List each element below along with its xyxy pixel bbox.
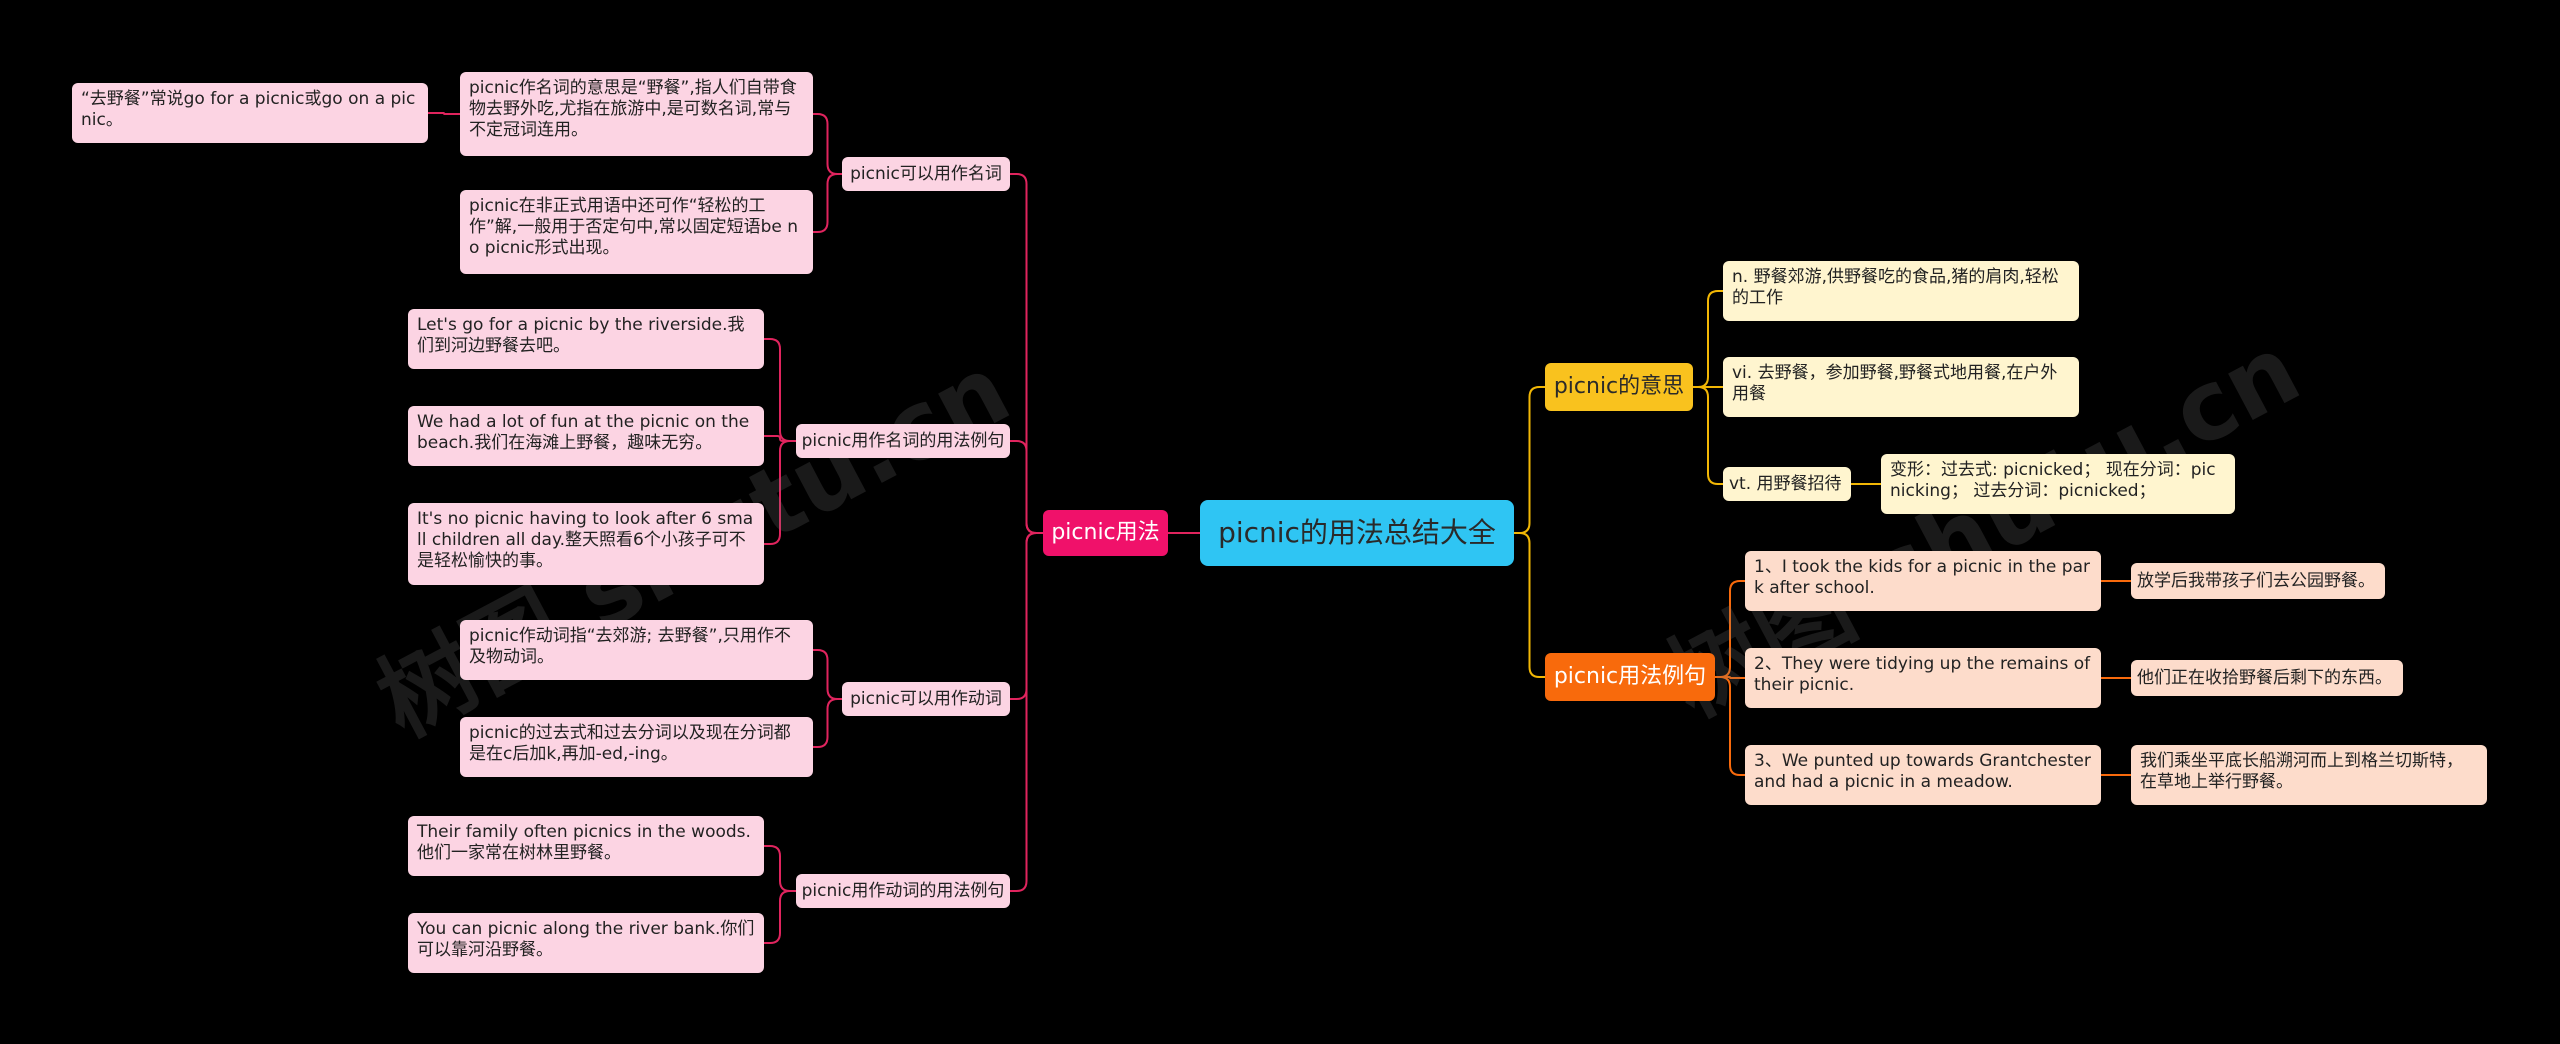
leaf-example-beach[interactable]: We had a lot of fun at the picnic on the… (408, 406, 764, 466)
group-noun-examples[interactable]: picnic用作名词的用法例句 (796, 424, 1010, 458)
connector-left-groups (1010, 440, 1043, 534)
connector-group0-note (428, 112, 460, 115)
central-topic[interactable]: picnic的用法总结大全 (1200, 500, 1514, 566)
leaf-example-no-picnic[interactable]: It's no picnic having to look after 6 sm… (408, 503, 764, 585)
leaf-go-for-picnic-note[interactable]: “去野餐”常说go for a picnic或go on a picnic。 (72, 83, 428, 143)
leaf-example-river-bank[interactable]: You can picnic along the river bank.你们可以… (408, 913, 764, 973)
leaf-verb-intransitive[interactable]: picnic作动词指“去郊游; 去野餐”,只用作不及物动词。 (460, 620, 813, 680)
leaf-noun-meaning[interactable]: picnic作名词的意思是“野餐”,指人们自带食物去野外吃,尤指在旅游中,是可数… (460, 72, 813, 156)
connector-center-right (1514, 386, 1545, 534)
group-verb-examples[interactable]: picnic用作动词的用法例句 (796, 874, 1010, 908)
leaf-meaning-vt[interactable]: vt. 用野餐招待 (1723, 467, 1851, 501)
leaf-example-1-en[interactable]: 1、I took the kids for a picnic in the pa… (1745, 551, 2101, 611)
connector-group3 (764, 845, 796, 892)
leaf-example-3-zh[interactable]: 我们乘坐平底长船溯河而上到格兰切斯特，在草地上举行野餐。 (2131, 745, 2487, 805)
branch-picnic-meaning[interactable]: picnic的意思 (1545, 363, 1693, 411)
leaf-example-2-en[interactable]: 2、They were tidying up the remains of th… (1745, 648, 2101, 708)
connector-meaning (1693, 386, 1723, 485)
leaf-example-woods[interactable]: Their family often picnics in the woods.… (408, 816, 764, 876)
connector-group3 (764, 890, 796, 944)
connector-group2 (813, 698, 842, 748)
leaf-meaning-noun[interactable]: n. 野餐郊游,供野餐吃的食品,猪的肩肉,轻松的工作 (1723, 261, 2079, 321)
connector-meaning (1693, 290, 1723, 388)
leaf-meaning-vi[interactable]: vi. 去野餐，参加野餐,野餐式地用餐,在户外用餐 (1723, 357, 2079, 417)
connector-left-groups (1010, 532, 1043, 892)
leaf-verb-forms[interactable]: picnic的过去式和过去分词以及现在分词都是在c后加k,再加-ed,-ing。 (460, 717, 813, 777)
branch-picnic-examples[interactable]: picnic用法例句 (1545, 653, 1715, 701)
connector-group0 (813, 173, 842, 233)
group-verb-usage[interactable]: picnic可以用作动词 (842, 682, 1010, 716)
leaf-noun-informal[interactable]: picnic在非正式用语中还可作“轻松的工作”解,一般用于否定句中,常以固定短语… (460, 190, 813, 274)
connector-left-groups (1010, 173, 1043, 534)
leaf-example-1-zh[interactable]: 放学后我带孩子们去公园野餐。 (2131, 563, 2385, 599)
leaf-example-2-zh[interactable]: 他们正在收拾野餐后剩下的东西。 (2131, 660, 2403, 696)
connector-group2 (813, 649, 842, 700)
group-noun-usage[interactable]: picnic可以用作名词 (842, 157, 1010, 191)
connector-group0 (813, 113, 842, 175)
leaf-example-riverside[interactable]: Let's go for a picnic by the riverside.我… (408, 309, 764, 369)
connector-left-groups (1010, 532, 1043, 700)
leaf-example-3-en[interactable]: 3、We punted up towards Grantchester and … (1745, 745, 2101, 805)
connector-center-right (1514, 532, 1545, 678)
branch-picnic-usage[interactable]: picnic用法 (1043, 510, 1168, 556)
leaf-meaning-variants[interactable]: 变形：过去式: picnicked； 现在分词：picnicking； 过去分词… (1881, 454, 2235, 514)
